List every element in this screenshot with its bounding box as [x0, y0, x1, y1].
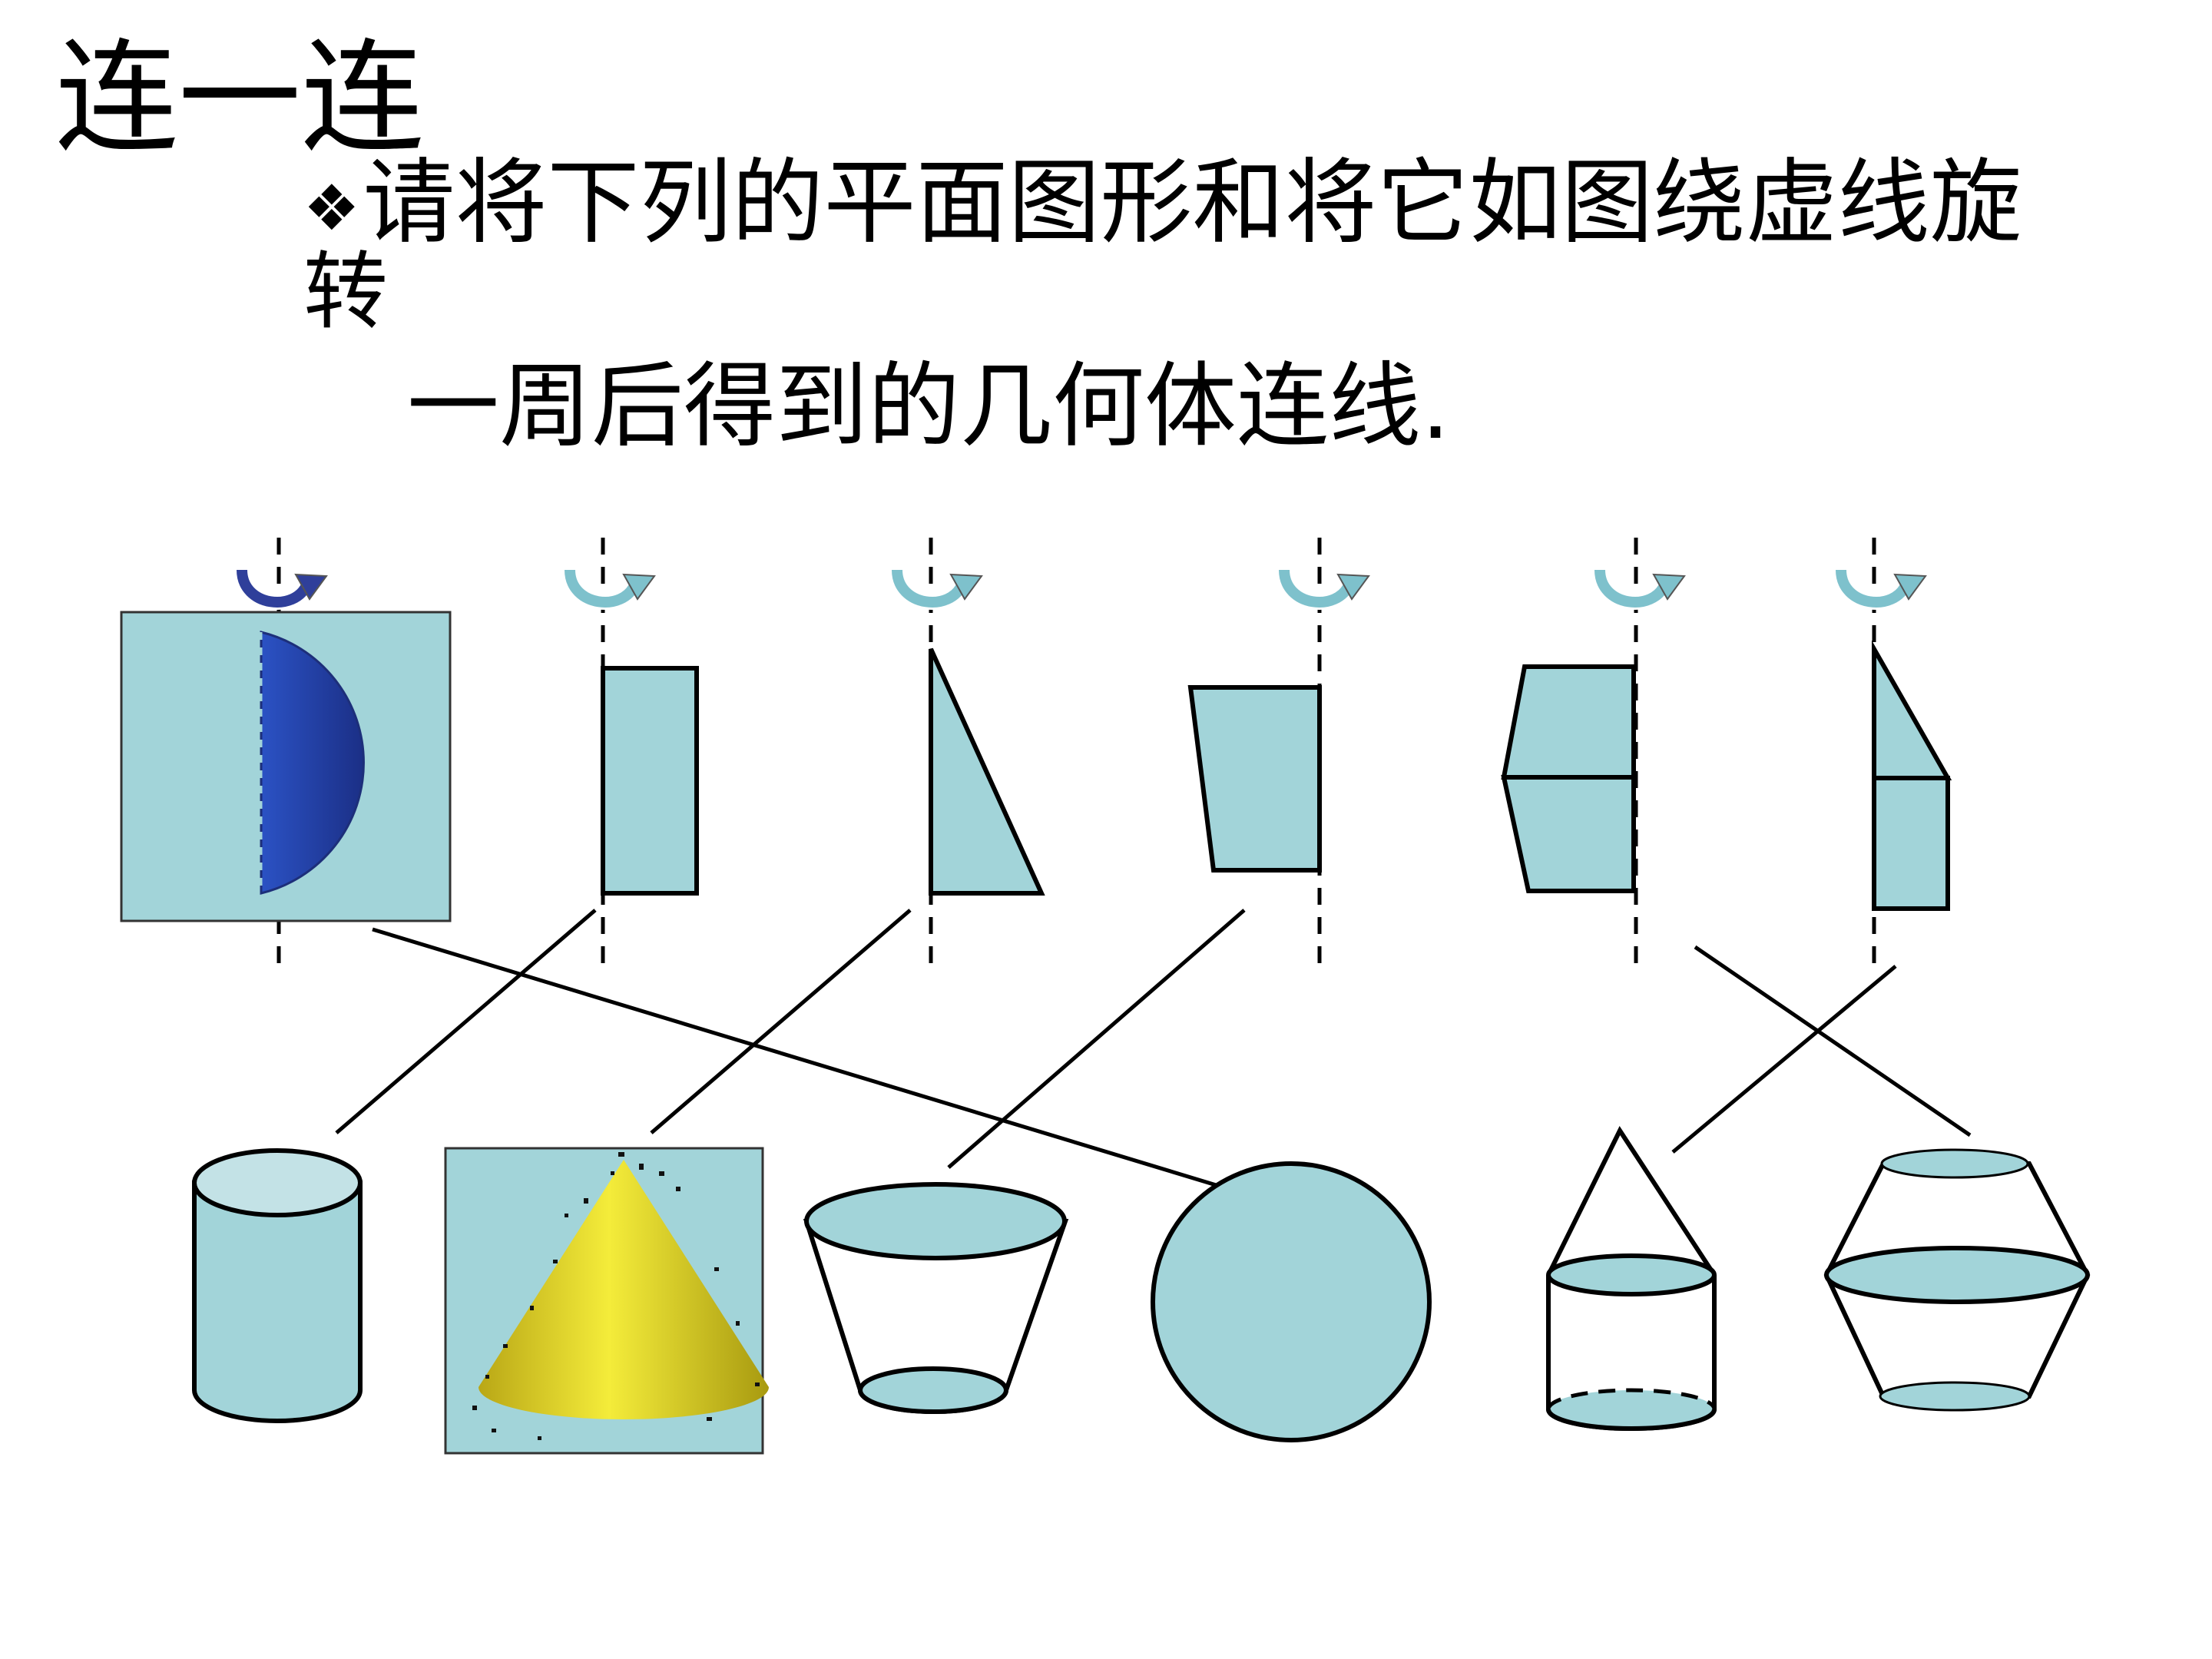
rotation-arrow-icon	[897, 570, 982, 602]
trapezoid-icon	[1190, 687, 1320, 870]
link-rectangle-cylinder[interactable]	[336, 910, 595, 1133]
cylinder-icon	[194, 1183, 360, 1421]
rotation-arrow-icon	[570, 570, 654, 602]
link-double-trapezoid-double-frustum[interactable]	[1695, 947, 1970, 1135]
rectangle-icon	[603, 668, 697, 893]
rotation-arrow-icon	[242, 570, 326, 602]
rotation-arrow-icon	[1284, 570, 1369, 602]
rotation-arrow-icon	[1841, 570, 1926, 602]
solid-cone-cylinder[interactable]	[1548, 1131, 1714, 1429]
plane-figure-triangle-rectangle[interactable]	[1841, 538, 1948, 968]
plane-figure-trapezoid[interactable]	[1190, 538, 1369, 968]
connection-lines	[336, 910, 1970, 1187]
plane-figure-double-trapezoid[interactable]	[1504, 538, 1684, 968]
solid-cone[interactable]	[445, 1148, 769, 1453]
double-trapezoid-icon	[1504, 667, 1634, 777]
plane-figure-semicircle[interactable]	[121, 538, 450, 968]
plane-figure-rectangle[interactable]	[570, 538, 697, 968]
solid-sphere[interactable]	[1153, 1164, 1429, 1440]
solid-cylinder[interactable]	[194, 1151, 360, 1421]
triangle-rectangle-icon	[1874, 649, 1948, 778]
triangle-icon	[931, 649, 1041, 893]
solid-frustum[interactable]	[806, 1184, 1065, 1412]
rotation-arrow-icon	[1600, 570, 1684, 602]
solid-double-frustum[interactable]	[1826, 1150, 2088, 1410]
plane-figure-triangle[interactable]	[897, 538, 1041, 968]
link-trapezoid-frustum[interactable]	[949, 910, 1244, 1167]
link-triangle-cone[interactable]	[651, 910, 910, 1133]
sphere-icon	[1153, 1164, 1429, 1440]
